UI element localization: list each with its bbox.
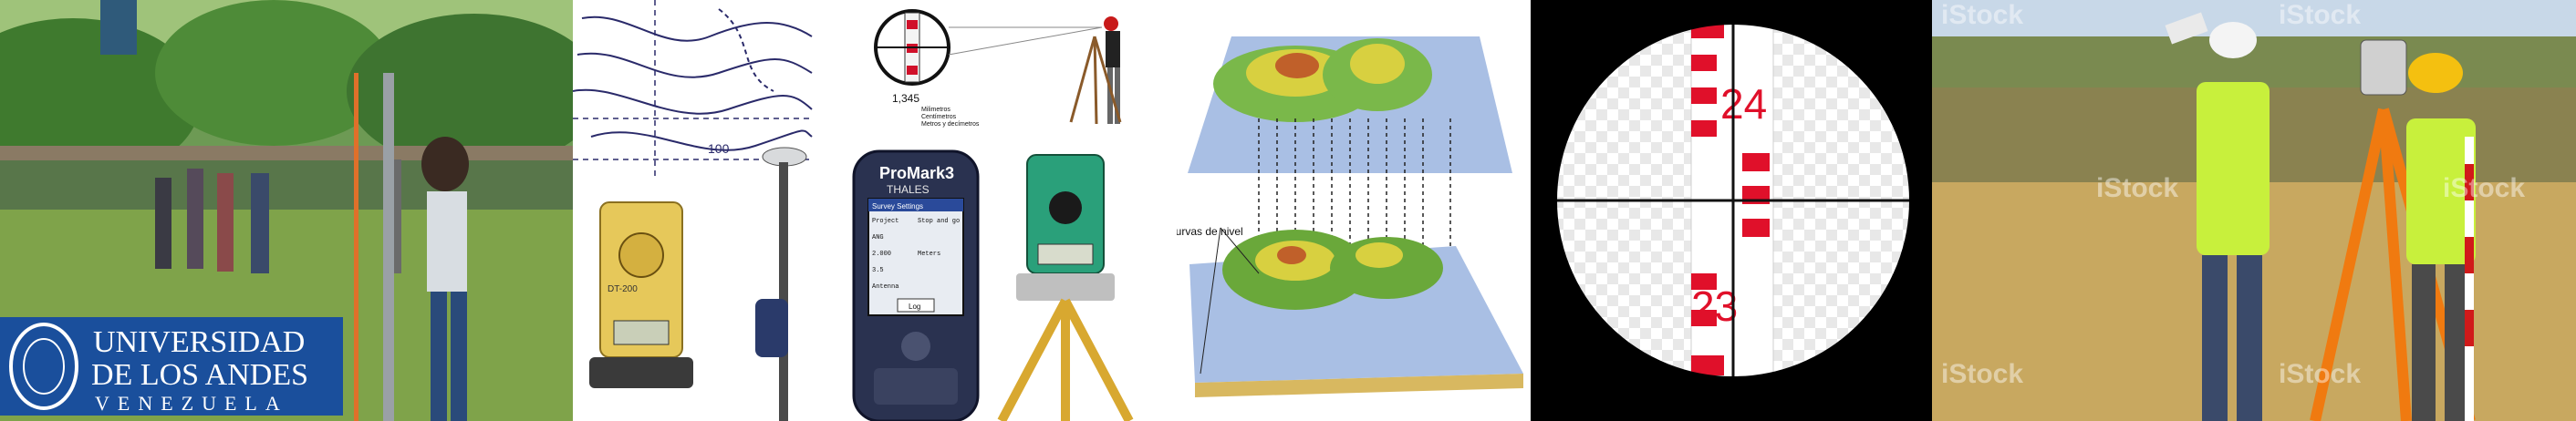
logo-line-2: DE LOS ANDES — [91, 358, 308, 392]
gps-receiver-icon — [755, 147, 807, 421]
logo-line-1: UNIVERSIDAD — [93, 325, 305, 359]
field-photo-panel: UNIVERSIDAD DE LOS ANDES VENEZUELA — [0, 0, 573, 421]
terrain-diagram-panel: Curvas de nivel — [1177, 0, 1531, 421]
instruments-panel: 100 1,345 Milimetros Centímetros Metros … — [573, 0, 1177, 421]
gps-log-button: Log — [909, 303, 920, 311]
legend-cm: Centímetros — [921, 114, 957, 120]
watermark-3: iStock — [2096, 173, 2178, 203]
watermark-4: iStock — [2443, 173, 2525, 203]
legend-mm: Milimetros — [921, 107, 950, 113]
terrain-label: Curvas de nivel — [1177, 225, 1243, 238]
contour-label: 100 — [708, 141, 730, 156]
theodolite-model: DT-200 — [608, 284, 638, 294]
gps-row-5: 3.5 — [872, 267, 884, 274]
theodolite-icon: DT-200 — [589, 201, 693, 388]
logo-line-3: VENEZUELA — [95, 392, 288, 415]
gps-row-6: Antenna — [872, 283, 898, 291]
watermark-5: iStock — [1941, 359, 2023, 389]
staff-number-bottom: 23 — [1691, 282, 1738, 330]
gps-row-3: 2.000 — [872, 251, 891, 258]
total-station-icon — [997, 154, 1134, 421]
university-seal-icon — [9, 323, 78, 410]
gps-row-1: Stop and go — [918, 218, 960, 225]
watermark-1: iStock — [1941, 0, 2023, 30]
gps-model-label: ProMark3 — [879, 164, 954, 182]
hard-hat-icon — [2209, 22, 2257, 58]
surveyors-photo-panel: iStock iStock iStock iStock iStock iStoc… — [1932, 0, 2576, 421]
legend-m: Metros y decímetros — [921, 121, 980, 128]
gps-row-0: Project — [872, 218, 898, 225]
level-reading: 1,345 — [892, 92, 919, 105]
watermark-2: iStock — [2279, 0, 2361, 30]
projection-lines — [1258, 118, 1451, 310]
level-diagram: 1,345 Milimetros Centímetros Metros y de… — [874, 9, 1122, 128]
gps-screen-title: Survey Settings — [872, 202, 923, 210]
staff-number-top: 24 — [1720, 80, 1767, 128]
staff-reticle-panel: 24 23 — [1531, 0, 1932, 421]
gps-brand-label: THALES — [887, 183, 930, 196]
yellow-hard-hat-icon — [2408, 53, 2463, 93]
gps-row-2: ANG — [872, 234, 884, 241]
promark3-handheld: ProMark3 THALES Survey Settings Project … — [852, 149, 980, 421]
gps-row-4: Meters — [918, 251, 940, 258]
watermark-6: iStock — [2279, 359, 2361, 389]
